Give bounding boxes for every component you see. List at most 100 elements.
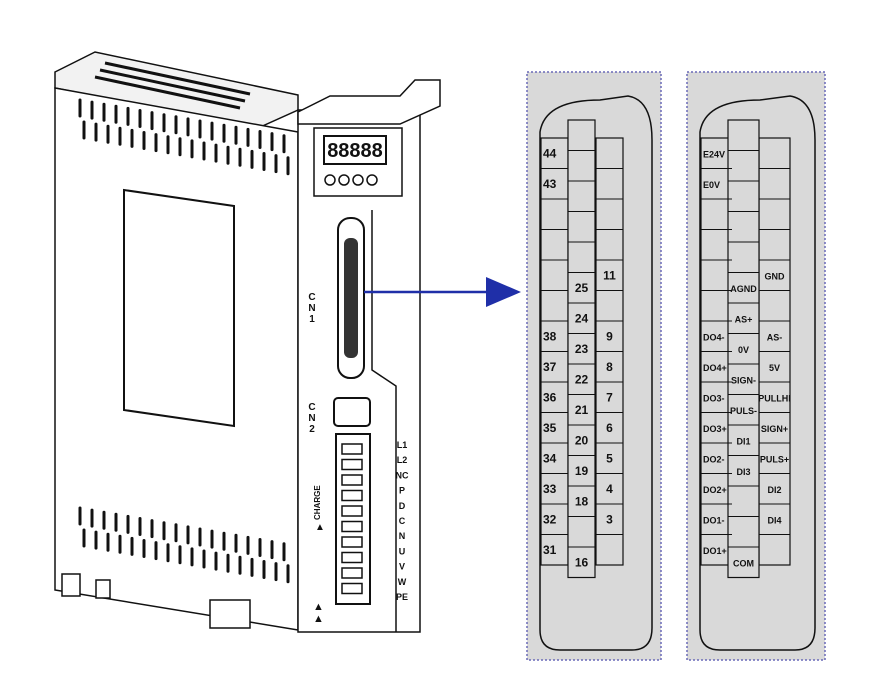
- charge-label: CHARGE: [313, 485, 322, 520]
- terminal-pin: [341, 458, 363, 471]
- pin-label: E0V: [703, 180, 720, 190]
- pin-label: 16: [575, 555, 589, 569]
- pin-label: PULS+: [760, 454, 789, 464]
- pin-label: 25: [575, 281, 589, 295]
- pin-label: 34: [543, 451, 557, 465]
- terminal-pin: [341, 520, 363, 533]
- pin-label: 35: [543, 421, 557, 435]
- pin-label: DO1-: [703, 515, 725, 525]
- connector-label-char: 1: [309, 314, 315, 325]
- pin-label: 37: [543, 360, 557, 374]
- pin-label: 43: [543, 177, 557, 191]
- pin-label: DO2-: [703, 454, 725, 464]
- warning-icon-bottom-2: ▲: [313, 613, 324, 625]
- terminal-label: L1: [397, 440, 408, 450]
- pin-label: 8: [606, 360, 613, 374]
- pin-label: AGND: [730, 284, 757, 294]
- led-display-text: 88888: [327, 140, 383, 162]
- pin-label: DO4+: [703, 363, 727, 373]
- terminal-label: W: [398, 577, 407, 587]
- display-button: [366, 174, 378, 186]
- terminal-label: C: [399, 516, 406, 526]
- led-display-screen: [323, 135, 387, 165]
- cn2-label: CN2: [308, 402, 315, 435]
- pin-label: DO4-: [703, 332, 725, 342]
- foot-left: [61, 573, 81, 597]
- foot-right: [209, 599, 251, 629]
- servo-drive: [54, 51, 441, 633]
- warning-icon: ▲: [315, 522, 325, 533]
- pin-label: 9: [606, 329, 613, 343]
- terminal-pin: [341, 505, 363, 517]
- terminal-label: V: [399, 562, 405, 572]
- pin-label: 20: [575, 433, 589, 447]
- connector-label-char: N: [308, 303, 315, 314]
- connector-label-char: N: [308, 413, 315, 424]
- terminal-pin: [341, 489, 363, 502]
- pin-label: DO2+: [703, 485, 727, 495]
- pin-label: 21: [575, 403, 589, 417]
- pin-label: 18: [575, 494, 589, 508]
- pin-label: 24: [575, 311, 589, 325]
- pin-number-panel: 4443383736353433323111987654325242322212…: [526, 71, 662, 661]
- pin-label: 5V: [769, 363, 780, 373]
- pin-label: DI4: [767, 515, 781, 525]
- pin-label: 6: [606, 421, 613, 435]
- terminal-pin: [341, 567, 363, 579]
- pin-label: 3: [606, 512, 613, 526]
- pin-label: 44: [543, 146, 557, 160]
- side-vents: [78, 98, 290, 584]
- pin-label: 22: [575, 372, 589, 386]
- connector-label-char: C: [308, 292, 315, 303]
- cn1-label: CN1: [308, 292, 315, 325]
- pin-label: AS+: [735, 314, 753, 324]
- terminal-label: NC: [396, 470, 409, 480]
- pin-label: DO1+: [703, 546, 727, 556]
- pin-grid: 4443383736353433323111987654325242322212…: [540, 119, 624, 579]
- terminal-pin: [341, 536, 363, 548]
- pin-label: GND: [765, 271, 786, 281]
- pin-label: 19: [575, 464, 589, 478]
- terminal-label: N: [399, 531, 406, 541]
- pin-label: DI3: [736, 467, 750, 477]
- front-divider: [371, 210, 397, 632]
- terminal-label: D: [399, 501, 406, 511]
- pin-label: 0V: [738, 345, 749, 355]
- display-buttons: [324, 174, 378, 186]
- signal-name-panel: E24VE0VDO4-DO4+DO3-DO3+DO2-DO2+DO1-DO1+G…: [686, 71, 826, 661]
- terminal-pin: [341, 474, 363, 486]
- pin-label: COM: [733, 558, 754, 568]
- side-window: [123, 188, 235, 428]
- pin-label: 38: [543, 329, 557, 343]
- terminal-label: PE: [396, 592, 408, 602]
- display-button: [338, 174, 350, 186]
- mount-bracket: [297, 79, 441, 125]
- warning-icon-bottom: ▲: [313, 601, 324, 613]
- pin-label: 36: [543, 390, 557, 404]
- terminal-label: L2: [397, 455, 408, 465]
- pin-label: AS-: [767, 332, 783, 342]
- terminal-label: U: [399, 546, 406, 556]
- pin-label: DI1: [736, 436, 750, 446]
- pin-label: 4: [606, 482, 613, 496]
- terminal-pin: [341, 551, 363, 564]
- connector-label-char: 2: [309, 424, 315, 435]
- foot-mid: [95, 579, 111, 599]
- grid-column-mid: [567, 119, 596, 579]
- pin-label: SIGN-: [731, 375, 756, 385]
- grid-column-mid: [727, 119, 760, 579]
- pin-label: PULS-: [730, 406, 757, 416]
- display-button: [324, 174, 336, 186]
- terminal-pin: [341, 443, 363, 455]
- pin-label: 11: [603, 268, 616, 282]
- pin-label: 23: [575, 342, 589, 356]
- led-display: 88888: [323, 135, 387, 165]
- pin-label: DO3+: [703, 424, 727, 434]
- pin-label: E24V: [703, 149, 725, 159]
- terminal-pins: [341, 443, 363, 595]
- pin-label: 31: [543, 543, 557, 557]
- display-button: [352, 174, 364, 186]
- terminal-pin: [341, 582, 363, 595]
